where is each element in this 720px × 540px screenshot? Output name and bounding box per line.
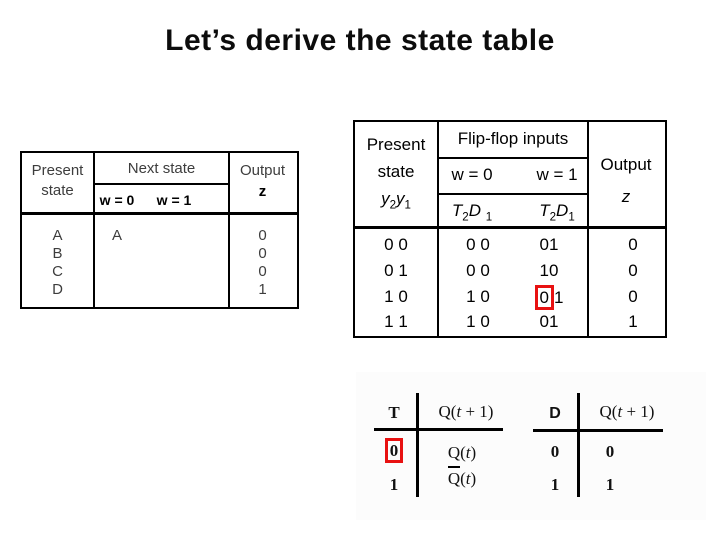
d-next-header: Q(t + 1) <box>599 402 655 421</box>
table-cell: 1 0 <box>466 312 490 331</box>
table-cell: D <box>52 281 63 298</box>
t-next-value-complement: Q(t) <box>419 466 505 489</box>
present-header-line2: state <box>41 182 74 199</box>
state-table: Present state Next state w = 0 w = 1 Out… <box>20 151 299 309</box>
w0-header: w = 0 <box>99 192 135 208</box>
flipflop-inputs-header: Flip-flop inputs <box>457 129 569 148</box>
flipflop-inputs-underline <box>437 157 589 159</box>
t-next-value: Q(t) <box>447 443 477 462</box>
state-table-header-rule <box>22 212 297 215</box>
table-cell: 0 <box>628 261 638 280</box>
table-cell: 0 <box>258 227 267 244</box>
slide-title: Let’s derive the state table <box>165 24 555 57</box>
output-symbol: z <box>258 183 267 200</box>
ff-label-w0: T2D 1 <box>451 201 493 224</box>
highlight-box: 0 <box>384 438 404 464</box>
excitation-table-divider-1 <box>437 122 439 336</box>
d-table-header-rule <box>533 429 663 432</box>
next-state-underline <box>93 183 230 185</box>
ff-label-w1: T2D1 <box>539 201 575 224</box>
d-flipflop-table: D Q(t + 1) 0 0 1 1 <box>533 393 673 505</box>
d-table-divider <box>577 393 580 497</box>
output-symbol: z <box>621 187 631 206</box>
present-header-line1: Present <box>366 135 426 154</box>
table-cell: 0 <box>258 263 267 280</box>
output-header: Output <box>600 155 652 174</box>
table-cell: A <box>111 227 122 244</box>
t-header: T <box>388 403 400 422</box>
d-header: D <box>549 405 561 422</box>
highlight-box: 0 <box>534 285 554 311</box>
w0-header: w = 0 <box>451 165 493 184</box>
t-value: 1 <box>389 475 399 494</box>
next-state-header: Next state <box>127 160 196 177</box>
table-cell: 1 0 <box>384 287 408 306</box>
table-cell: 0 0 <box>384 235 408 254</box>
d-next-value: 0 <box>605 442 615 461</box>
d-value: 0 <box>550 442 560 461</box>
table-cell: C <box>52 263 63 280</box>
table-cell: 0 <box>258 245 267 262</box>
table-cell: 10 <box>539 261 559 280</box>
table-cell: 0 <box>628 235 638 254</box>
w1-header: w = 1 <box>536 165 578 184</box>
excitation-table: Present state y2y1 Flip-flop inputs w = … <box>353 120 667 338</box>
state-table-divider-2 <box>228 153 230 307</box>
t-table-header-rule <box>374 428 503 431</box>
excitation-table-divider-2 <box>587 122 589 336</box>
present-header-line1: Present <box>31 162 84 179</box>
present-header-line2: state <box>377 162 415 181</box>
table-cell: 1 1 <box>384 312 408 331</box>
t-flipflop-table: T Q(t + 1) 0 Q(t) 1 Q(t) <box>373 393 513 505</box>
w-headers-underline <box>437 193 589 195</box>
table-cell: 0 1 <box>384 261 408 280</box>
table-cell: B <box>52 245 63 262</box>
table-cell: 1 <box>628 312 638 331</box>
state-table-divider-1 <box>93 153 95 307</box>
output-header: Output <box>239 162 286 179</box>
table-cell: 1 <box>258 281 267 298</box>
d-next-value: 1 <box>605 475 615 494</box>
excitation-table-header-rule <box>355 226 665 229</box>
t-next-header: Q(t + 1) <box>438 402 494 421</box>
present-state-variables: y2y1 <box>381 189 411 212</box>
table-cell: 0 <box>628 287 638 306</box>
table-cell: 01 <box>539 312 559 331</box>
table-cell: 01 <box>539 235 559 254</box>
table-cell: 0 0 <box>466 235 490 254</box>
table-cell: 1 0 <box>466 287 490 306</box>
characteristic-tables-image <box>356 372 706 520</box>
t-table-divider <box>416 393 419 497</box>
d-value: 1 <box>550 475 560 494</box>
table-cell: 0 0 <box>466 261 490 280</box>
w1-header: w = 1 <box>156 192 192 208</box>
table-cell: A <box>52 227 63 244</box>
t-value-highlighted: 0 <box>373 438 415 464</box>
